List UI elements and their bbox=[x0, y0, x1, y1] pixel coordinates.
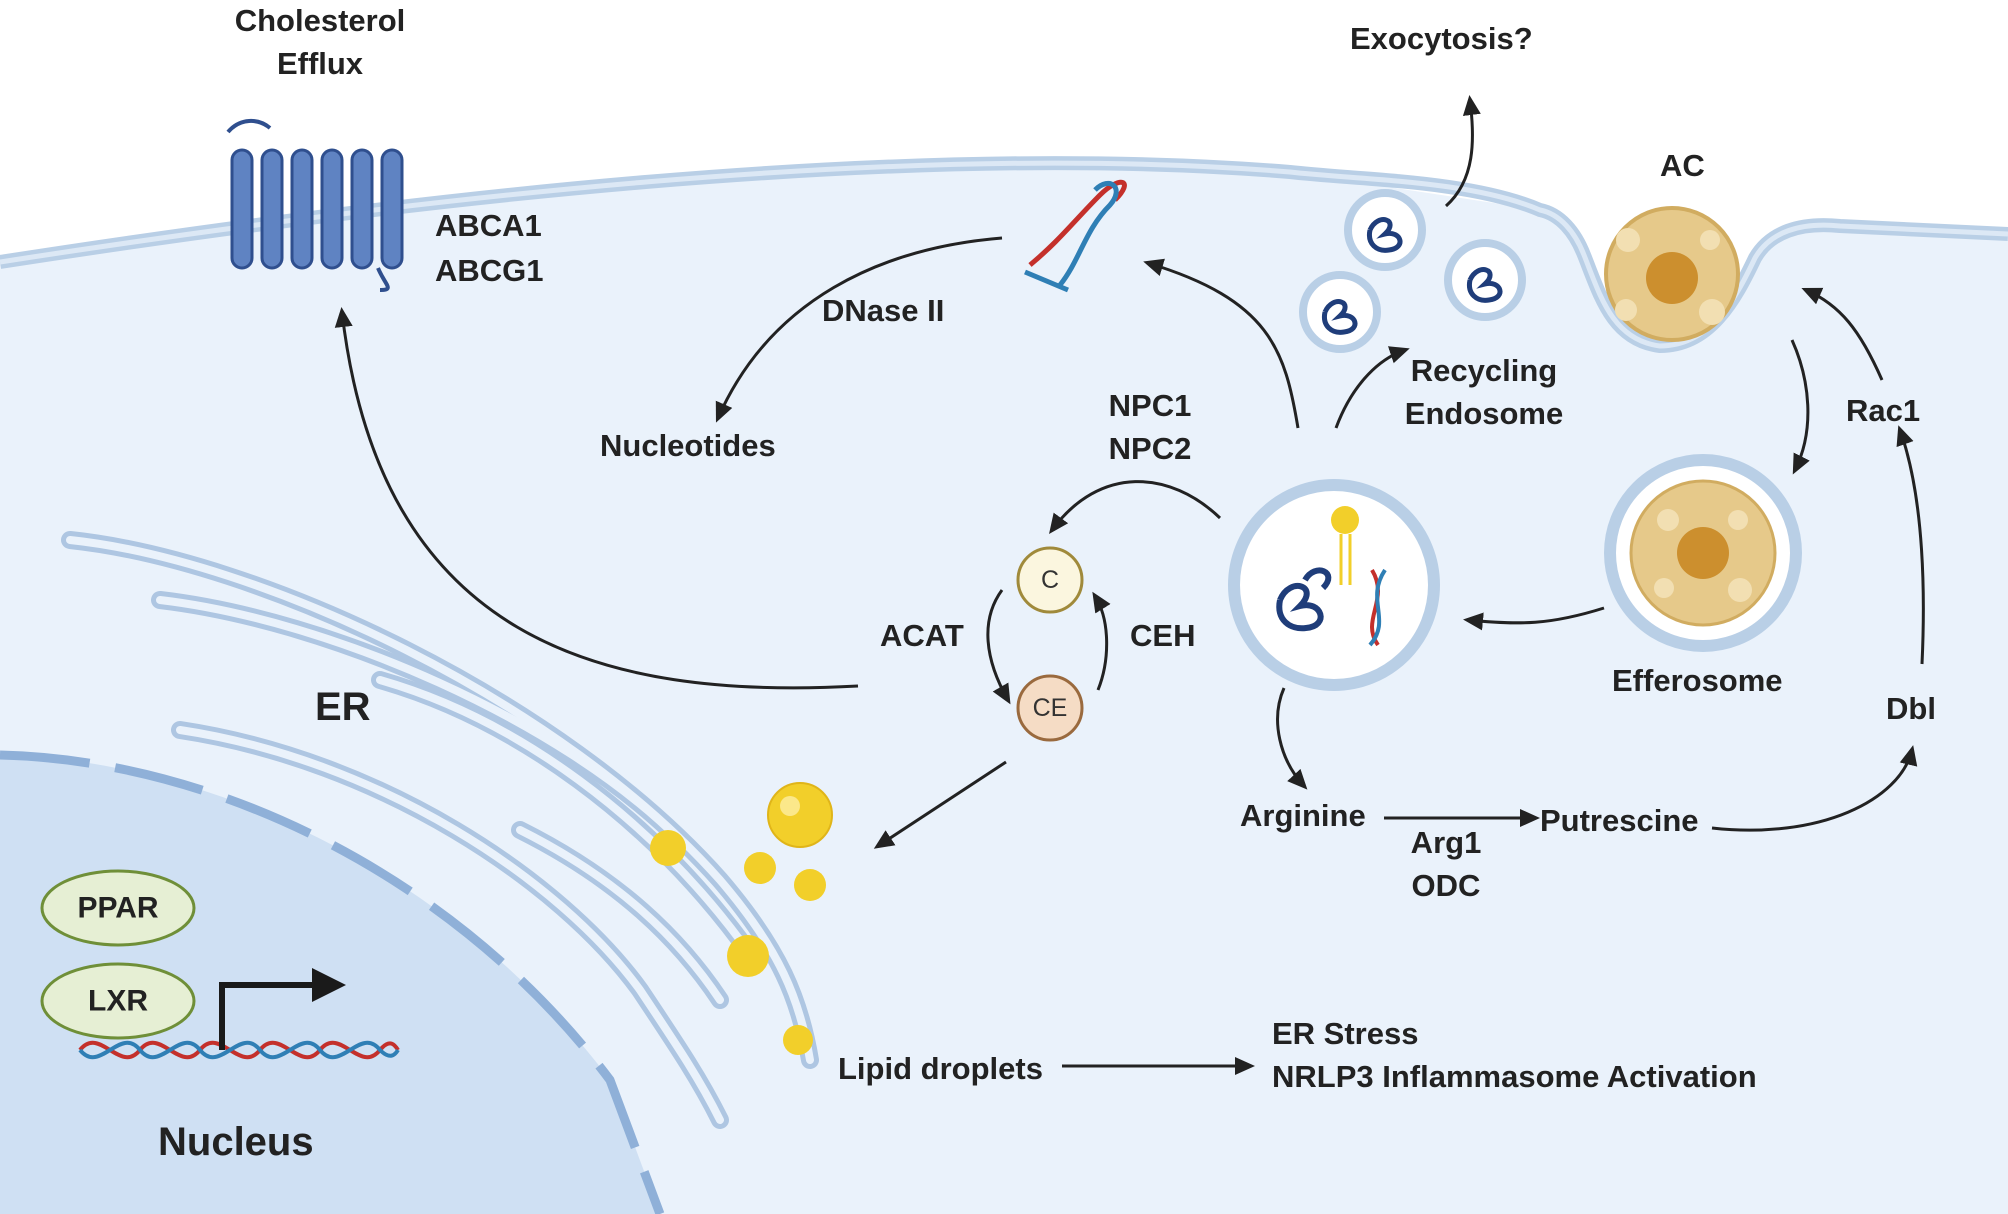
arrow-putrescine-dbl bbox=[1711, 745, 1918, 832]
svg-text:PPAR: PPAR bbox=[77, 892, 158, 925]
npc-label: NPC1 NPC2 bbox=[1108, 388, 1192, 466]
ceh-label: CEH bbox=[1130, 618, 1196, 653]
rac1-label: Rac1 bbox=[1846, 393, 1921, 428]
arrow-to-arginine bbox=[1276, 687, 1308, 790]
arg-odc-label: Arg1 ODC bbox=[1410, 825, 1482, 903]
promoter-arrow-icon bbox=[219, 968, 346, 1050]
lipid-droplets-label: Lipid droplets bbox=[838, 1051, 1043, 1086]
efferosome-icon bbox=[1604, 454, 1802, 652]
er-label: ER bbox=[315, 685, 371, 729]
svg-text:C: C bbox=[1041, 566, 1059, 594]
pathway-arrows bbox=[334, 95, 1925, 1075]
svg-text:LXR: LXR bbox=[88, 985, 148, 1018]
svg-text:CE: CE bbox=[1033, 694, 1068, 722]
lxr-ellipse: LXR bbox=[40, 962, 196, 1040]
promoter-dna bbox=[78, 1040, 400, 1060]
dna-icon bbox=[1024, 179, 1127, 293]
acat-label: ACAT bbox=[880, 618, 964, 653]
arrow-exocytosis bbox=[1444, 95, 1481, 208]
arrow-to-lipid bbox=[873, 760, 1007, 849]
arrow-npc bbox=[1049, 480, 1222, 535]
apoptotic-cell-icon bbox=[1604, 206, 1740, 342]
cholesteryl-ester-circle: CE bbox=[1016, 674, 1084, 742]
arginine-label: Arginine bbox=[1240, 798, 1366, 833]
nucleus-label: Nucleus bbox=[158, 1120, 314, 1164]
er-stress-label: ER Stress NRLP3 Inflammasome Activation bbox=[1272, 1016, 1757, 1094]
arrow-acat bbox=[986, 589, 1011, 705]
transporter-icon bbox=[226, 119, 404, 292]
dnase-label: DNase II bbox=[822, 293, 945, 328]
arrow-ceh bbox=[1092, 591, 1111, 691]
abca1-label: ABCA1 bbox=[435, 208, 542, 243]
arrow-to-recycling bbox=[1334, 346, 1410, 429]
arrow-to-efflux bbox=[334, 307, 859, 690]
dbl-label: Dbl bbox=[1886, 691, 1936, 726]
abcg1-label: ABCG1 bbox=[435, 253, 544, 288]
arrow-ac-efferosome bbox=[1790, 339, 1810, 475]
nucleotides-label: Nucleotides bbox=[600, 428, 776, 463]
efferosome-label: Efferosome bbox=[1612, 663, 1783, 698]
nuclear-envelope bbox=[0, 750, 665, 1214]
vesicle-icon bbox=[1299, 189, 1526, 353]
arrow-efferosome-phago bbox=[1463, 606, 1605, 631]
cholesterol-circle: C bbox=[1016, 546, 1084, 614]
lipid-droplet-icon bbox=[650, 782, 833, 1055]
cholesterol-efflux-label: Cholesterol Efflux bbox=[234, 3, 406, 81]
arrow-to-dna bbox=[1143, 258, 1300, 429]
recycling-endosome-label: Recycling Endosome bbox=[1404, 353, 1564, 431]
putrescine-label: Putrescine bbox=[1540, 803, 1699, 838]
arrow-dnase bbox=[715, 236, 1003, 423]
ac-label: AC bbox=[1660, 148, 1705, 183]
arrow-dbl bbox=[1896, 425, 1925, 665]
ppar-ellipse: PPAR bbox=[40, 869, 196, 947]
arrow-rac1 bbox=[1801, 287, 1884, 381]
exocytosis-label: Exocytosis? bbox=[1350, 21, 1533, 56]
phagolysosome-icon bbox=[1228, 479, 1440, 691]
